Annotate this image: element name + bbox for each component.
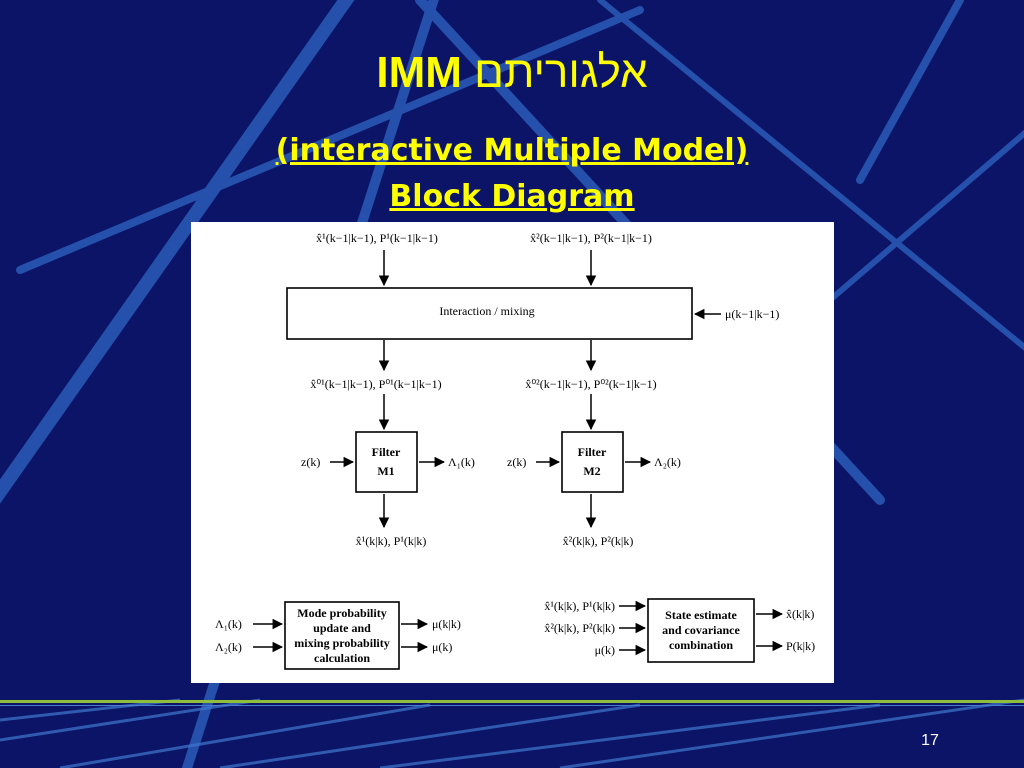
label-lambda1-out: Λ₁(k) (448, 455, 475, 469)
label-comb-out2: P(k|k) (786, 639, 815, 653)
label-out1: x̂¹(k|k), P¹(k|k) (356, 534, 427, 548)
label-out2: x̂²(k|k), P²(k|k) (563, 534, 634, 548)
mode-block-line4: calculation (314, 651, 370, 665)
label-mixed1: x̂⁰¹(k−1|k−1), P⁰¹(k−1|k−1) (310, 377, 441, 391)
comb-block-line3: combination (669, 638, 733, 652)
label-mode-out1: μ(k|k) (432, 617, 461, 631)
slide-subtitle: (interactive Multiple Model) (275, 133, 749, 168)
filter2-line2: M2 (583, 464, 600, 478)
label-mode-out2: μ(k) (432, 640, 452, 654)
slide-number: 17 (921, 732, 939, 749)
comb-block-line2: and covariance (662, 623, 740, 637)
label-mode-in2: Λ₂(k) (215, 640, 242, 654)
mode-block-line1: Mode probability (297, 606, 386, 620)
label-input1: x̂¹(k−1|k−1), P¹(k−1|k−1) (316, 231, 438, 245)
label-z2: z(k) (507, 455, 526, 469)
slide-subtitle-2: Block Diagram (389, 179, 635, 214)
slide-title: IMM אלגוריתם (0, 48, 1024, 98)
filter1-line2: M1 (377, 464, 394, 478)
label-comb-in3: μ(k) (595, 643, 615, 657)
label-mode-in1: Λ₁(k) (215, 617, 242, 631)
state-combination-block (647, 598, 755, 663)
title-latin: IMM (376, 48, 462, 97)
label-comb-out1: x̂(k|k) (786, 607, 814, 621)
label-input2: x̂²(k−1|k−1), P²(k−1|k−1) (530, 231, 652, 245)
label-mixing: Interaction / mixing (439, 304, 534, 318)
footer-divider-2 (0, 705, 1024, 706)
filter1-line1: Filter (372, 445, 401, 459)
filter-m2-block (561, 431, 624, 493)
mode-probability-block (284, 601, 400, 670)
diagram-panel: x̂¹(k−1|k−1), P¹(k−1|k−1) x̂²(k−1|k−1), … (191, 222, 834, 683)
filter2-line1: Filter (578, 445, 607, 459)
mixing-block (286, 287, 693, 340)
label-mu-prev: μ(k−1|k−1) (725, 307, 779, 321)
label-mixed2: x̂⁰²(k−1|k−1), P⁰²(k−1|k−1) (525, 377, 656, 391)
label-z1: z(k) (301, 455, 320, 469)
comb-block-line1: State estimate (665, 608, 737, 622)
footer-divider (0, 700, 1024, 703)
label-comb-in1: x̂¹(k|k), P¹(k|k) (544, 599, 615, 613)
filter-m1-block (355, 431, 418, 493)
label-comb-in2: x̂²(k|k), P²(k|k) (544, 621, 615, 635)
imm-block-diagram: x̂¹(k−1|k−1), P¹(k−1|k−1) x̂²(k−1|k−1), … (215, 231, 815, 670)
title-hebrew: אלגוריתם (474, 48, 648, 97)
mode-block-line2: update and (313, 621, 371, 635)
mode-block-line3: mixing probability (294, 636, 389, 650)
label-lambda2-out: Λ₂(k) (654, 455, 681, 469)
